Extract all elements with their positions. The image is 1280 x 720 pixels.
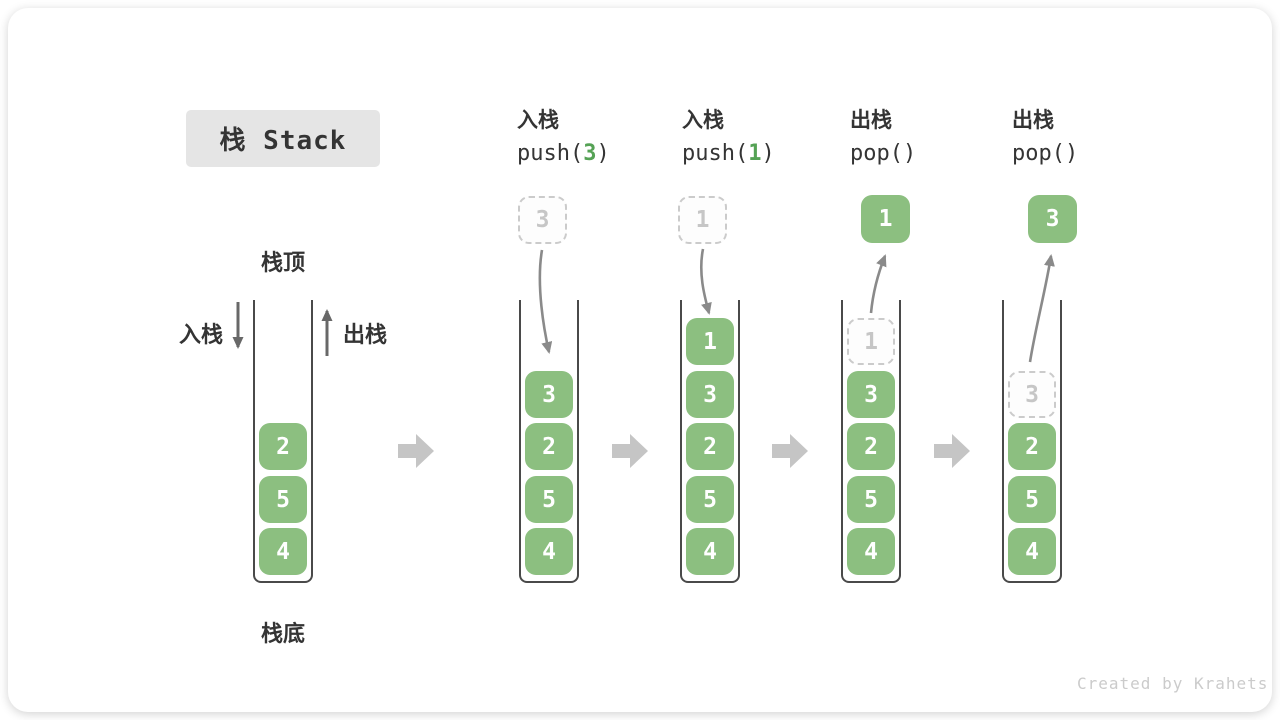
stack-element: 4 xyxy=(525,528,573,575)
stack-top-label: 栈顶 xyxy=(260,251,305,276)
stack-element: 2 xyxy=(259,423,307,470)
stack-element: 3 xyxy=(525,371,573,418)
code-pre: push( xyxy=(682,141,749,166)
code-post: ) xyxy=(596,141,610,166)
column-header-pop-1: 出栈 pop() xyxy=(850,104,1020,167)
diagram-title-label: 栈 Stack xyxy=(219,126,347,156)
push-legend-label: 入栈 xyxy=(179,323,224,348)
stack-after-pop-1: 1 3 2 5 4 xyxy=(841,300,901,583)
code-pre: pop( xyxy=(850,141,903,166)
removed-element-ghost: 1 xyxy=(847,318,895,365)
operation-name-cn: 入栈 xyxy=(682,108,724,132)
incoming-element-3: 3 xyxy=(518,196,567,244)
operation-code: pop() xyxy=(850,141,1020,167)
stack-element: 5 xyxy=(525,476,573,523)
stack-bottom-label: 栈底 xyxy=(260,622,305,647)
stack-element: 5 xyxy=(847,476,895,523)
stack-element: 1 xyxy=(686,318,734,365)
stack-after-push-3: 3 2 5 4 xyxy=(519,300,579,583)
operation-code: push(1) xyxy=(682,141,852,167)
pop-legend-label: 出栈 xyxy=(343,323,388,348)
stack-element: 2 xyxy=(1008,423,1056,470)
operation-name-cn: 出栈 xyxy=(1012,108,1054,132)
stack-after-pop-3: 3 2 5 4 xyxy=(1002,300,1062,583)
stack-element: 5 xyxy=(1008,476,1056,523)
stack-element: 5 xyxy=(686,476,734,523)
stack-element: 4 xyxy=(686,528,734,575)
removed-element-ghost: 3 xyxy=(1008,371,1056,418)
stack-element: 4 xyxy=(1008,528,1056,575)
stack-element: 4 xyxy=(847,528,895,575)
code-pre: push( xyxy=(517,141,584,166)
operation-code: push(3) xyxy=(517,141,687,167)
stack-element: 4 xyxy=(259,528,307,575)
column-header-pop-3: 出栈 pop() xyxy=(1012,104,1182,167)
stack-element: 2 xyxy=(686,423,734,470)
stack-element: 2 xyxy=(847,423,895,470)
stack-element: 2 xyxy=(525,423,573,470)
credit-text: Created by Krahets xyxy=(1077,674,1269,693)
popped-element-3: 3 xyxy=(1028,195,1077,243)
stack-initial: 2 5 4 xyxy=(253,300,313,583)
operation-name-cn: 出栈 xyxy=(850,108,892,132)
stack-element: 5 xyxy=(259,476,307,523)
popped-element-1: 1 xyxy=(861,195,910,243)
stack-element: 3 xyxy=(847,371,895,418)
column-header-push-3: 入栈 push(3) xyxy=(517,104,687,167)
code-arg: 1 xyxy=(748,141,762,166)
code-arg: 3 xyxy=(583,141,597,166)
column-header-push-1: 入栈 push(1) xyxy=(682,104,852,167)
stack-element: 3 xyxy=(686,371,734,418)
code-post: ) xyxy=(902,141,917,166)
operation-code: pop() xyxy=(1012,141,1182,167)
operation-name-cn: 入栈 xyxy=(517,108,559,132)
stack-after-push-1: 1 3 2 5 4 xyxy=(680,300,740,583)
diagram-title: 栈 Stack xyxy=(186,110,380,167)
code-pre: pop( xyxy=(1012,141,1065,166)
code-post: ) xyxy=(1064,141,1079,166)
code-post: ) xyxy=(761,141,775,166)
incoming-element-1: 1 xyxy=(678,196,727,244)
